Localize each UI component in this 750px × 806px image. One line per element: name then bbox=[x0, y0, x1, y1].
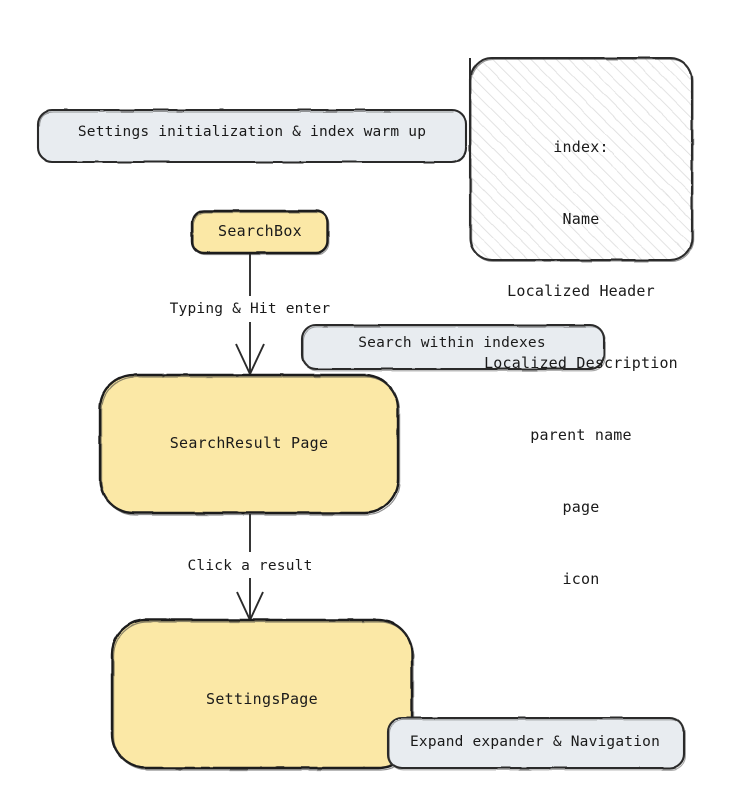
node-searchresult-page[interactable] bbox=[98, 373, 401, 516]
node-searchbox-echo bbox=[192, 212, 330, 256]
tag-search-within-shape bbox=[300, 323, 606, 371]
tag-search-within-indexes bbox=[300, 323, 606, 372]
node-searchbox[interactable] bbox=[190, 209, 330, 256]
node-searchresult-shape[interactable] bbox=[98, 373, 400, 515]
index-note-shape bbox=[468, 56, 694, 262]
tag-expand-navigation bbox=[386, 716, 686, 771]
tag-settings-init bbox=[36, 108, 468, 164]
index-note bbox=[468, 56, 694, 262]
node-searchbox-shape[interactable] bbox=[190, 209, 330, 255]
tag-settings-init-shape bbox=[36, 108, 468, 164]
tag-expand-echo bbox=[388, 719, 686, 771]
node-settings-page-echo bbox=[113, 621, 415, 771]
tag-settings-init-echo bbox=[38, 111, 454, 127]
edge-typing-hit-enter bbox=[235, 254, 265, 377]
index-note-shape-echo bbox=[470, 58, 694, 262]
tag-search-within-echo bbox=[302, 326, 606, 372]
node-settings-page-shape[interactable] bbox=[110, 618, 414, 770]
edge-click-a-result bbox=[236, 514, 264, 623]
node-settings-page[interactable] bbox=[110, 618, 415, 771]
tag-expand-shape bbox=[386, 716, 686, 770]
